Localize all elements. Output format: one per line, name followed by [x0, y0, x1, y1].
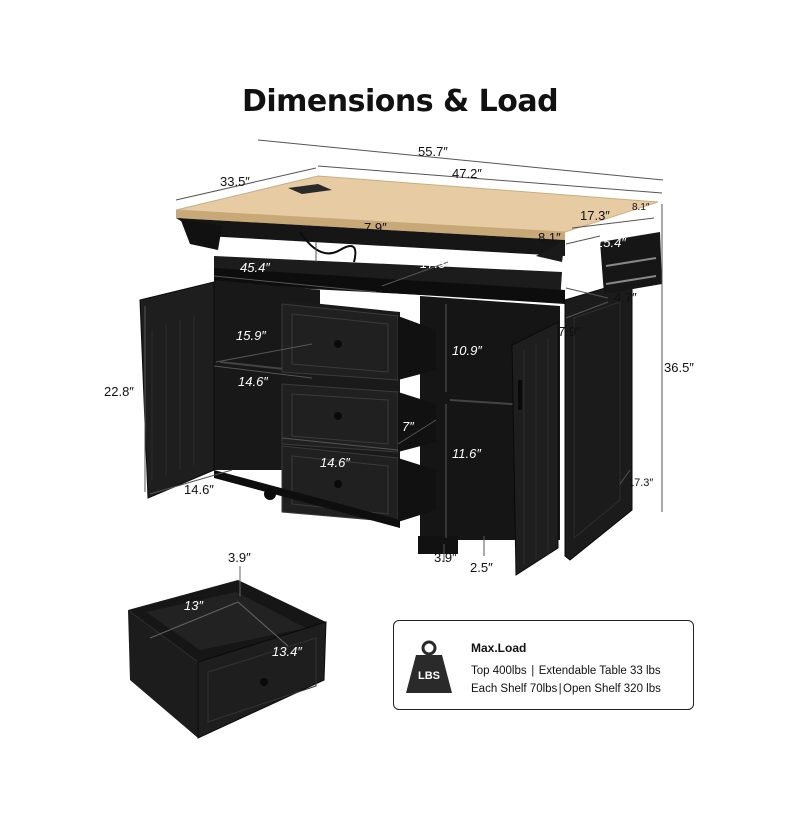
max-load-title: Max.Load [471, 641, 527, 655]
page-title: Dimensions & Load [241, 84, 559, 119]
top-width-label: 47.2″ [452, 166, 482, 181]
caster-gap-label: 3.9″ [434, 550, 457, 565]
side-height-label: 17.3″ [628, 477, 653, 489]
drawer-depth-top-label: 3.9″ [228, 550, 251, 565]
cabinet-height-label: 22.8″ [104, 384, 134, 399]
right-lower-label: 11.6″ [452, 446, 481, 461]
ext-depth-a-label: 17.3″ [580, 208, 610, 223]
side-depth-a-label: 4.7″ [614, 290, 637, 305]
drawer-width-label: 14.6″ [320, 455, 350, 470]
max-load-line-2: Each Shelf 70lbs∣Open Shelf 320 lbs [471, 683, 661, 695]
overall-width-label: 55.7″ [418, 144, 448, 159]
right-upper-label: 10.9″ [452, 343, 482, 358]
drawer-inner-d-label: 13.4″ [272, 644, 302, 659]
max-load-panel: LBS Max.Load Top 400lbs ∣ Extendable Tab… [393, 620, 694, 710]
caster-wheel [264, 488, 276, 500]
ext-depth-b-label: 8.1″ [632, 202, 650, 213]
weight-icon: LBS [406, 640, 452, 693]
shelf-width-label: 45.4″ [240, 260, 270, 275]
drawer-inner-w-label: 13″ [184, 598, 203, 613]
max-load-line-1: Top 400lbs ∣ Extendable Table 33 lbs [471, 665, 661, 677]
shelf-depth-label: 17.3″ [420, 256, 450, 271]
power-outlet [288, 184, 332, 194]
left-cabinet-door [139, 281, 215, 499]
right-cabinet-door [511, 321, 559, 576]
tabletop-edge [176, 210, 565, 240]
depth-label: 33.5″ [220, 174, 250, 189]
side-depth-b-label: 7.9″ [558, 324, 581, 339]
ext-inner-b-label: 15.4″ [596, 235, 626, 250]
cabinet-shelf-label: 15.9″ [236, 328, 266, 343]
cabinet-illustration [139, 175, 662, 576]
ext-inner-a-label: 8.1″ [538, 230, 561, 245]
cabinet-depth-2-label: 14.6″ [184, 482, 214, 497]
drawer-2 [281, 383, 399, 453]
drawer-1 [281, 303, 399, 381]
dimension-labels: 55.7″ 47.2″ 33.5″ 17.3″ 8.1″ 8.1″ 15.4″ … [104, 144, 694, 575]
weight-icon-label: LBS [418, 670, 440, 682]
height-label: 36.5″ [664, 360, 694, 375]
dimension-lines [144, 139, 664, 562]
cabinet-depth-1-label: 14.6″ [238, 374, 268, 389]
drawer-detail-illustration: 3.9″ 13″ 13.4″ [128, 550, 327, 739]
divider-width-label: 7.9″ [364, 220, 387, 235]
caster-height-label: 2.5″ [470, 560, 493, 575]
drawer-height-label: 7″ [402, 419, 414, 434]
